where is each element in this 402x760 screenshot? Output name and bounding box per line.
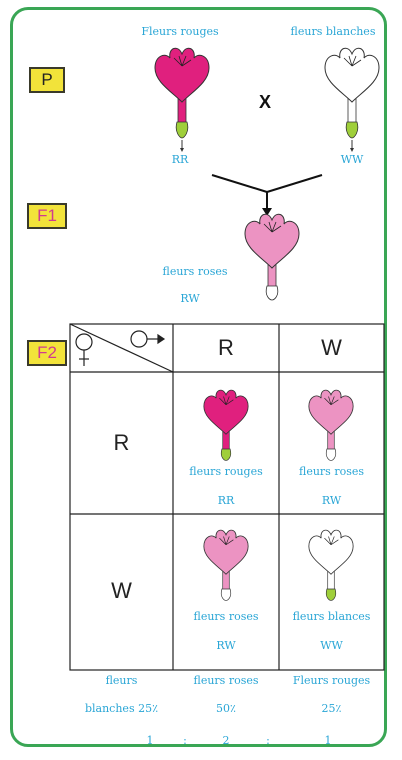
cell-ww-genotype: WW (320, 639, 343, 652)
parent-left-label: Fleurs rouges (141, 25, 219, 38)
summary-col3-line1: Fleurs rouges (292, 674, 371, 687)
summary-col3-line2: 25٪ (321, 702, 342, 715)
cell-rw-bottom-genotype: RW (216, 639, 236, 652)
cell-rw-top-genotype: RW (321, 494, 342, 507)
cross-line-left (211, 174, 268, 193)
male-symbol-icon (130, 330, 166, 348)
diagram-frame (10, 7, 387, 747)
white-flower-icon (324, 47, 380, 152)
row-header-r: R (113, 430, 130, 455)
red-flower-icon (154, 47, 210, 152)
f1-label: fleurs roses (162, 265, 228, 278)
cell-rr-genotype: RR (217, 494, 235, 507)
cross-line-right (266, 174, 323, 193)
col-header-r: R (218, 335, 234, 360)
summary-col1-line1: fleurs (105, 674, 138, 687)
generation-f1-badge: F1 (27, 203, 67, 229)
cell-rw-top-label: fleurs roses (298, 465, 364, 478)
summary-col2-line2: 50٪ (216, 702, 236, 715)
generation-f2-badge: F2 (27, 340, 67, 366)
parent-right-genotype: WW (340, 153, 364, 166)
parent-left-genotype: RR (171, 153, 189, 166)
generation-p-badge: P (29, 67, 65, 93)
ratio-separator-2: : (266, 734, 270, 747)
pink-flower-icon (244, 213, 300, 301)
punnett-grid (69, 323, 385, 671)
col-header-w: W (321, 335, 342, 360)
ratio-value-2: 2 (222, 734, 230, 747)
grid-flower-rr-icon (203, 389, 249, 461)
f1-genotype: RW (180, 292, 200, 305)
cell-rr-label: fleurs rouges (189, 465, 263, 478)
ratio-value-1: 1 (146, 734, 154, 747)
cell-rw-bottom-label: fleurs roses (193, 610, 259, 623)
summary-col2-line1: fleurs roses (193, 674, 259, 687)
cross-arrow (262, 208, 272, 216)
summary-col1-line2: blanches 25٪ (84, 702, 158, 715)
parent-right-label: fleurs blanches (290, 25, 376, 38)
cross-symbol: X (259, 92, 272, 112)
grid-flower-rw-bottom-icon (203, 529, 249, 601)
grid-flower-ww-icon (308, 529, 354, 601)
row-header-w: W (111, 578, 132, 603)
cell-ww-label: fleurs blances (292, 610, 371, 623)
ratio-value-3: 1 (324, 734, 332, 747)
ratio-separator-1: : (183, 734, 187, 747)
female-symbol-icon (75, 333, 93, 366)
grid-flower-rw-top-icon (308, 389, 354, 461)
